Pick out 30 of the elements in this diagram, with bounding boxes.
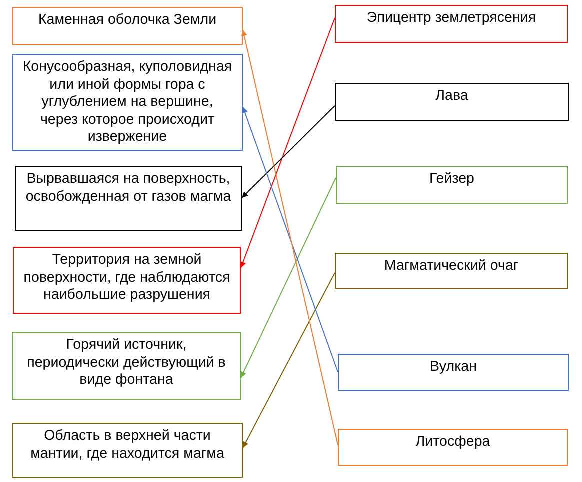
definition-text: Область в верхней части мантии, где находится магма: [30, 428, 226, 463]
definition-box: [12, 54, 243, 151]
term-box: [338, 354, 569, 391]
definition-box: [13, 247, 241, 314]
term-box: [338, 429, 568, 466]
arrow: [240, 18, 336, 268]
term-text: Литосфера: [416, 434, 490, 452]
term-text: Лава: [436, 88, 468, 106]
term-box: [335, 83, 569, 121]
arrow: [242, 272, 336, 448]
arrow: [242, 106, 338, 372]
definition-text: Каменная оболочка Земли: [38, 12, 217, 30]
arrow: [240, 178, 336, 378]
definition-text: Конусообразная, куполовидная или иной формы гора с углублением на вершине, через которое происходит извержение: [22, 59, 233, 146]
term-text: Магматический очаг: [384, 258, 519, 276]
definition-box: [12, 423, 243, 478]
term-box: [335, 253, 568, 289]
definition-box: [12, 332, 241, 400]
term-box: [336, 166, 568, 204]
definition-text: Горячий источник, периодически действующий в виде фонтана: [26, 337, 227, 390]
definition-text: Территория на земной поверхности, где наблюдаются наибольшие разрушения: [22, 252, 232, 304]
term-box: [335, 5, 568, 43]
definition-box: [12, 7, 243, 45]
arrow: [241, 30, 338, 446]
definition-box: [15, 166, 242, 231]
term-text: Вулкан: [430, 359, 477, 376]
term-text: Гейзер: [429, 171, 475, 188]
term-text: Эпицентр землетрясения: [366, 10, 536, 28]
definition-text: Вырвавшаяся на поверхность, освобожденная от газов магма: [24, 171, 232, 206]
arrow: [242, 106, 336, 198]
